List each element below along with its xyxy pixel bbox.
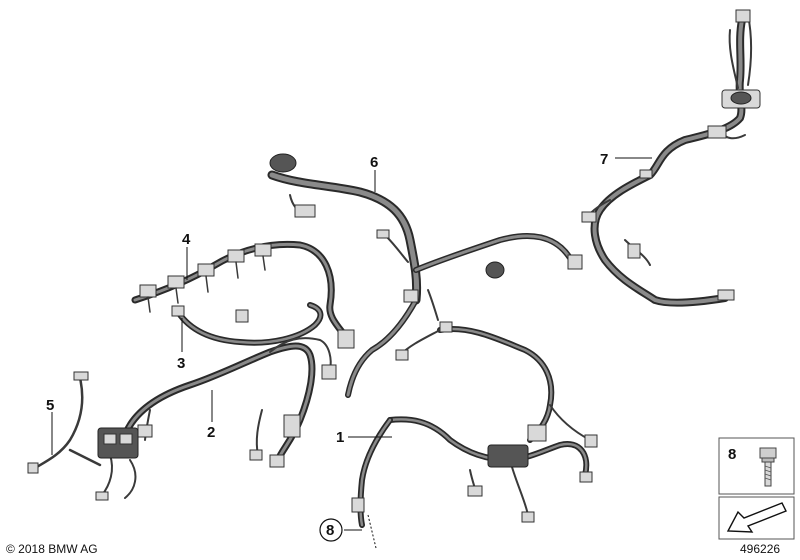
connector — [717, 289, 735, 301]
connector — [627, 243, 641, 259]
callout-4: 4 — [182, 231, 191, 248]
connector — [521, 511, 535, 523]
connector — [579, 471, 593, 483]
connector — [249, 449, 263, 461]
orientation-arrow-icon — [726, 502, 787, 533]
callout-2: 2 — [207, 424, 215, 441]
connector — [254, 243, 272, 257]
connector — [639, 169, 653, 179]
connector — [337, 329, 355, 349]
harness-2[interactable] — [121, 337, 337, 468]
grommet-seal — [730, 91, 752, 105]
connector — [137, 424, 153, 438]
connector — [376, 229, 390, 239]
connector — [584, 434, 598, 448]
harness-6[interactable] — [267, 153, 583, 398]
connector — [73, 371, 89, 381]
connector — [269, 454, 285, 468]
connector — [269, 153, 297, 173]
connector — [197, 263, 215, 277]
connector — [485, 261, 505, 279]
connector — [527, 424, 547, 442]
callout-6: 6 — [370, 154, 378, 171]
harness-7[interactable] — [581, 9, 761, 307]
harness-1[interactable] — [351, 321, 598, 528]
connector — [27, 462, 39, 474]
connector — [235, 309, 249, 323]
connector — [294, 204, 316, 218]
connector — [707, 125, 727, 139]
connector — [351, 497, 365, 513]
inset-part-number: 8 — [728, 446, 736, 463]
harness-4[interactable] — [131, 240, 355, 349]
bolt-icon — [759, 447, 777, 487]
connector — [171, 305, 185, 317]
connector — [395, 349, 409, 361]
harness-3[interactable] — [171, 302, 324, 346]
connector — [467, 485, 483, 497]
connector — [139, 284, 157, 298]
connector — [283, 414, 301, 438]
callout-8-circle — [319, 518, 343, 542]
callout-1: 1 — [336, 429, 344, 446]
connector — [403, 289, 419, 303]
connector — [735, 9, 751, 23]
connector — [581, 211, 597, 223]
connector — [567, 254, 583, 270]
callout-7: 7 — [600, 151, 608, 168]
copyright-text: © 2018 BMW AG — [6, 542, 98, 556]
document-number: 496226 — [740, 542, 780, 556]
callout-5: 5 — [46, 397, 54, 414]
junction-module — [487, 444, 529, 468]
connector — [103, 433, 117, 445]
part-inset: 8 — [718, 437, 795, 540]
callouts: 4 3 2 5 6 7 1 8 — [46, 151, 608, 542]
connector — [119, 433, 133, 445]
callout-8: 8 — [326, 522, 334, 539]
inset-bolt-box — [718, 437, 795, 495]
connector — [167, 275, 185, 289]
connector — [321, 364, 337, 380]
leader-lines — [51, 157, 652, 549]
callout-3: 3 — [177, 355, 185, 372]
harness-5[interactable] — [27, 371, 139, 501]
connector — [227, 249, 245, 263]
connector — [439, 321, 453, 333]
connector — [95, 491, 109, 501]
